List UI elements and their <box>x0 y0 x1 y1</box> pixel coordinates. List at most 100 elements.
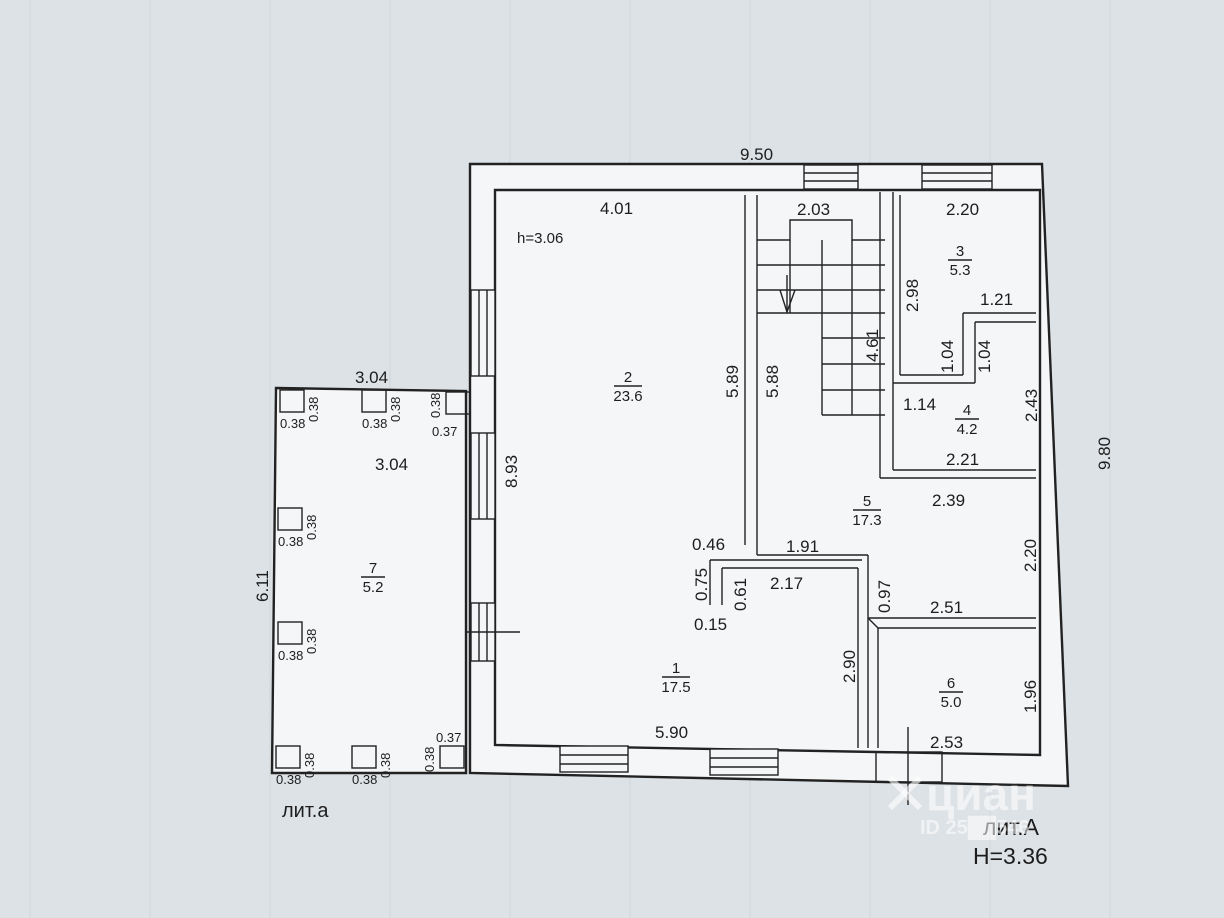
pillar-dim-label: 0.38 <box>304 629 319 654</box>
dim-label: 5.88 <box>763 365 782 398</box>
dim-label: 1.21 <box>980 290 1013 309</box>
room-labels: 1 17.5 2 23.6 3 5.3 4 4.2 5 17.3 6 5.0 <box>361 243 979 711</box>
dim-label: 5.90 <box>655 723 688 742</box>
annex-pillar <box>275 745 301 769</box>
window <box>470 289 496 377</box>
dim-label: 6.11 <box>253 570 272 602</box>
dim-label: 0.46 <box>692 535 725 554</box>
svg-text:5.3: 5.3 <box>950 262 971 279</box>
annex-pillar <box>445 391 471 415</box>
annex-pillar <box>279 389 305 413</box>
cian-watermark: циан ID 25██546 <box>887 768 1036 841</box>
dimension-labels: 9.50 9.80 h=3.06 4.01 2.03 2.20 2.98 1.2… <box>253 145 1114 752</box>
dim-label: 2.03 <box>797 200 830 219</box>
pillar-dim-label: 0.38 <box>422 747 437 772</box>
svg-text:7: 7 <box>369 560 377 577</box>
dim-label: 3.04 <box>375 455 408 474</box>
dim-label: 0.15 <box>694 615 727 634</box>
dim-label: 0.75 <box>692 568 711 601</box>
svg-text:4: 4 <box>963 402 971 419</box>
annex-pillar <box>277 507 303 531</box>
dim-label: 2.17 <box>770 574 803 593</box>
svg-text:17.3: 17.3 <box>852 512 881 529</box>
pillar-dim-label: 0.38 <box>428 393 443 418</box>
svg-text:5: 5 <box>863 493 871 510</box>
window <box>709 748 779 776</box>
dim-label: 0.61 <box>731 578 750 611</box>
dim-label: 1.96 <box>1021 680 1040 713</box>
window <box>803 164 859 190</box>
pillar-dim-label: 0.38 <box>388 397 403 422</box>
room-6-label: 6 5.0 <box>939 675 963 711</box>
svg-text:1: 1 <box>672 660 680 677</box>
svg-text:3: 3 <box>956 243 964 260</box>
dim-label: 1.14 <box>903 395 936 414</box>
annex-outline <box>270 386 468 775</box>
svg-text:23.6: 23.6 <box>613 388 642 405</box>
ceiling-height-label: h=3.06 <box>517 230 563 247</box>
annex-pillar <box>361 389 387 413</box>
dim-label: 2.53 <box>930 733 963 752</box>
svg-text:2: 2 <box>624 369 632 386</box>
dim-label: 2.51 <box>930 598 963 617</box>
dim-label: 5.89 <box>723 365 742 398</box>
main-outer-wall <box>468 162 1070 788</box>
window <box>559 745 629 773</box>
watermark-id: ID 25██546 <box>920 815 1030 841</box>
main-caption: лит.А <box>983 814 1040 840</box>
annex-pillar <box>439 745 465 769</box>
annex-pillar <box>351 745 377 769</box>
overall-height-label: 9.80 <box>1095 437 1114 470</box>
room-5-label: 5 17.3 <box>852 493 881 529</box>
dim-label: 2.90 <box>840 650 859 683</box>
window <box>921 164 993 190</box>
pillar-dim-label: 0.38 <box>306 397 321 422</box>
pillar-dim-label: 0.38 <box>278 648 303 663</box>
pillar-dim-label: 0.38 <box>352 772 377 787</box>
dim-label: 0.37 <box>436 730 461 745</box>
svg-text:17.5: 17.5 <box>661 679 690 696</box>
dim-label: 1.91 <box>786 537 819 556</box>
dim-label: 8.93 <box>502 455 521 488</box>
window <box>470 432 496 520</box>
svg-text:6: 6 <box>947 675 955 692</box>
dim-label: 2.43 <box>1022 389 1041 422</box>
room-1-label: 1 17.5 <box>661 660 690 696</box>
dim-label: 2.20 <box>946 200 979 219</box>
overall-width-label: 9.50 <box>740 145 773 164</box>
main-inner-wall <box>493 188 1042 757</box>
dim-label: 2.21 <box>946 450 979 469</box>
dim-label: 2.98 <box>903 279 922 312</box>
pillar-dim-label: 0.38 <box>362 416 387 431</box>
dim-label: 1.04 <box>975 340 994 373</box>
room-2-label: 2 23.6 <box>613 369 642 405</box>
watermark-text: циан <box>926 768 1036 820</box>
room-4-label: 4 4.2 <box>955 402 979 438</box>
main-height-caption: H=3.36 <box>973 843 1048 869</box>
pillar-dim-label: 0.38 <box>280 416 305 431</box>
pillar-dim-label: 0.38 <box>278 534 303 549</box>
dim-label: 0.97 <box>875 580 894 613</box>
cian-logo-icon <box>887 775 923 811</box>
dim-label: 4.01 <box>600 199 633 218</box>
stair-arrow-head <box>779 289 796 315</box>
pillar-dim-label: 0.38 <box>304 515 319 540</box>
svg-text:5.0: 5.0 <box>941 694 962 711</box>
room-7-label: 7 5.2 <box>361 560 385 596</box>
svg-text:5.2: 5.2 <box>363 579 384 596</box>
annex-caption: лит.а <box>282 800 329 822</box>
pillar-dim-label: 0.38 <box>378 753 393 778</box>
pillar-dim-label: 0.38 <box>276 772 301 787</box>
annex-pillar <box>277 621 303 645</box>
svg-text:4.2: 4.2 <box>957 421 978 438</box>
pillar-dim-label: 0.38 <box>302 753 317 778</box>
staircase <box>757 219 885 416</box>
dim-label: 1.04 <box>938 340 957 373</box>
partition <box>867 617 879 629</box>
dim-label: 0.37 <box>432 424 457 439</box>
dim-label: 2.39 <box>932 491 965 510</box>
